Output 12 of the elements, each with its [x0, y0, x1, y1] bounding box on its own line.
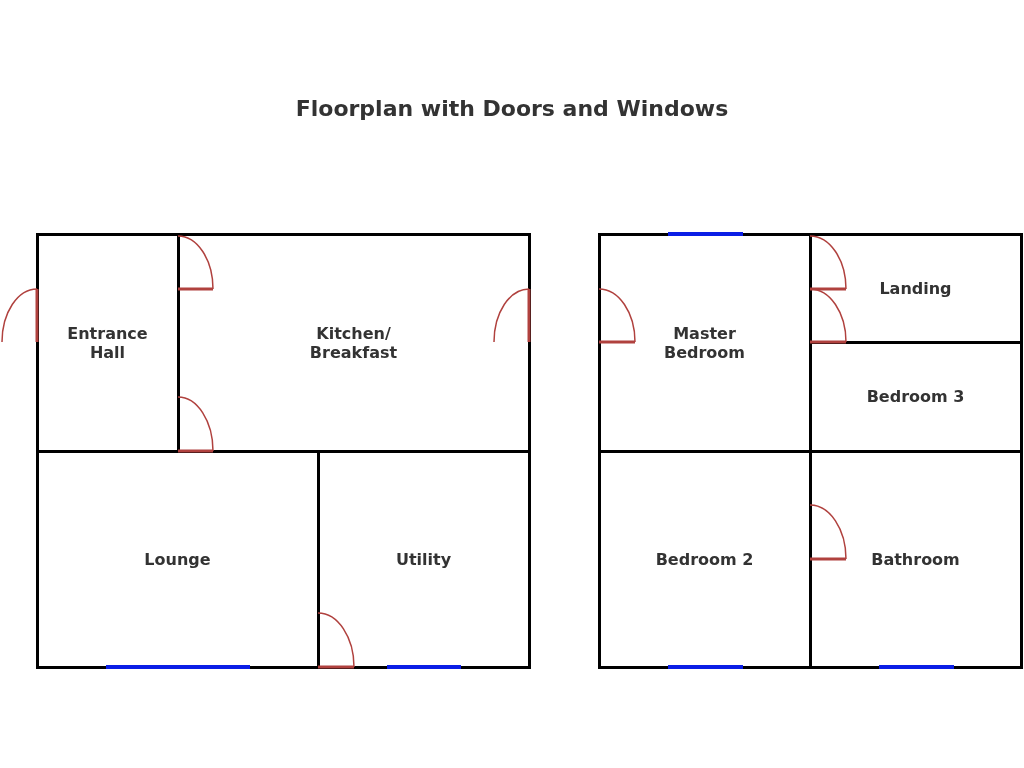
room-label: Bedroom 2 [655, 549, 754, 569]
title: Floorplan with Doors and Windows [295, 95, 729, 123]
room [35, 232, 180, 453]
room-label: Utility [395, 549, 452, 569]
room-label: Master Bedroom [662, 323, 746, 362]
room-label: Bathroom [871, 549, 960, 569]
room [597, 232, 812, 453]
room-label: Landing [879, 278, 952, 298]
room-label: Kitchen/ Breakfast [308, 323, 399, 362]
room-label: Bedroom 3 [866, 387, 965, 406]
room-label: Lounge [144, 549, 211, 569]
room-label: Entrance Hall [66, 323, 149, 362]
